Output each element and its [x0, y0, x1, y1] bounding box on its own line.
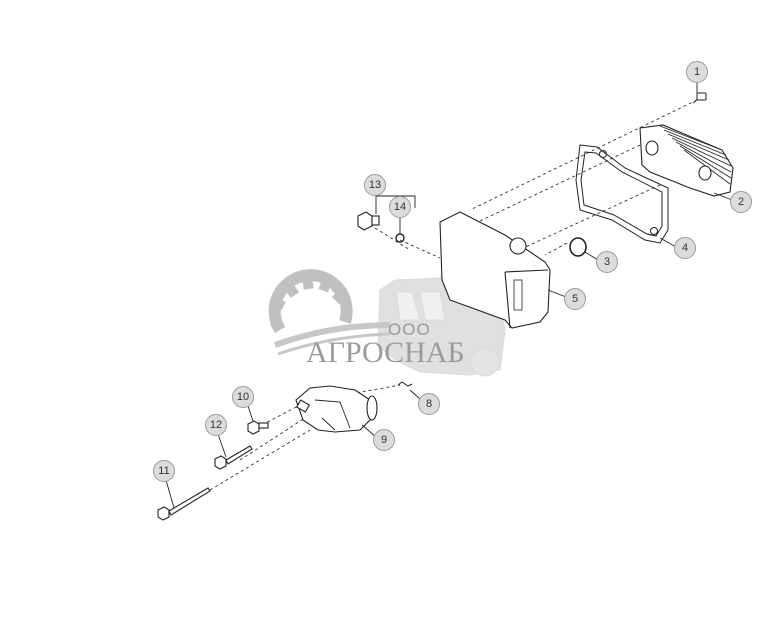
callout-3[interactable]: 3 [596, 251, 618, 273]
callout-13[interactable]: 13 [364, 174, 386, 196]
callout-10[interactable]: 10 [232, 386, 254, 408]
callout-14[interactable]: 14 [389, 196, 411, 218]
part-12-bolt[interactable] [214, 445, 253, 470]
part-5-housing[interactable] [439, 211, 551, 329]
callout-4[interactable]: 4 [674, 237, 696, 259]
part-11-long-bolt[interactable] [157, 487, 211, 521]
callout-9[interactable]: 9 [373, 429, 395, 451]
callout-2[interactable]: 2 [730, 191, 752, 213]
part-2-oil-cooler-core[interactable] [639, 124, 734, 197]
gear-icon [268, 269, 353, 334]
swoosh-lines [273, 322, 391, 356]
callout-1[interactable]: 1 [686, 61, 708, 83]
part-8-gasket[interactable] [397, 381, 413, 387]
part-1-bolt[interactable] [692, 92, 707, 104]
part-13-plug[interactable] [357, 211, 380, 231]
part-3-o-ring[interactable] [569, 237, 587, 257]
watermark-company-name: АГРОСНАБ [306, 336, 465, 369]
watermark-prefix: ООО [388, 320, 431, 339]
callout-11[interactable]: 11 [153, 460, 175, 482]
part-14-washer[interactable] [395, 233, 405, 243]
part-10-bolt[interactable] [247, 420, 269, 435]
callout-8[interactable]: 8 [418, 393, 440, 415]
part-9-filter-head[interactable] [295, 385, 378, 433]
part-4-gasket[interactable] [575, 144, 669, 244]
callout-12[interactable]: 12 [205, 414, 227, 436]
callout-5[interactable]: 5 [564, 288, 586, 310]
